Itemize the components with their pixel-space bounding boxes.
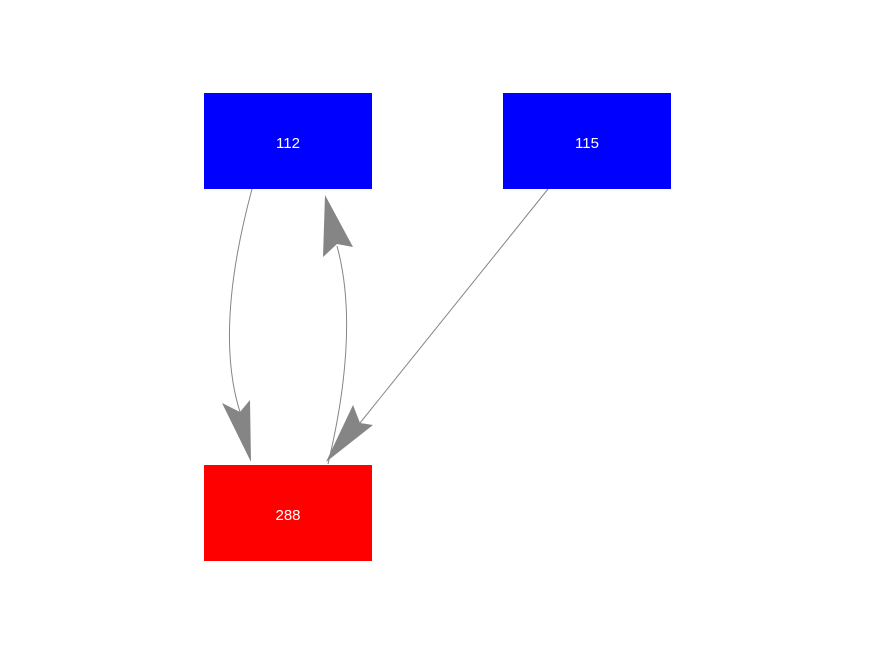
node-288-label: 288 xyxy=(275,507,300,524)
edge-112-288 xyxy=(229,188,253,413)
node-115-rect xyxy=(503,93,671,189)
edge-288-112 xyxy=(327,245,348,465)
node-112-label: 112 xyxy=(276,135,300,152)
arrowhead-288-112 xyxy=(323,195,353,257)
edge-115-288 xyxy=(359,188,549,424)
node-112-rect xyxy=(204,93,372,189)
node-115: 115 xyxy=(503,93,671,189)
node-112: 112 xyxy=(204,93,372,189)
arrowhead-115-288 xyxy=(326,405,373,462)
node-115-label: 115 xyxy=(575,135,599,152)
node-288: 288 xyxy=(204,465,372,561)
node-288-rect xyxy=(204,465,372,561)
arrowhead-112-288 xyxy=(222,400,251,462)
